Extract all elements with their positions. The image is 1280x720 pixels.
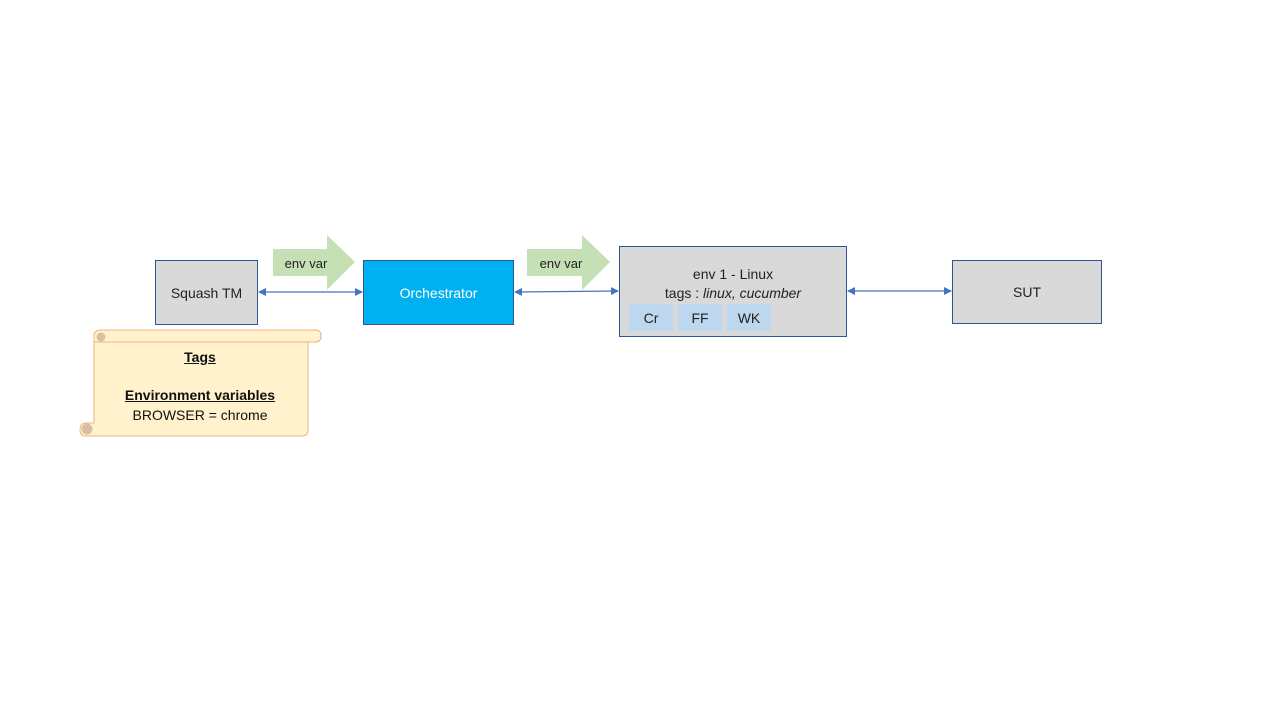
sut-node[interactable]: SUT — [952, 260, 1102, 324]
env-var-block-arrow-1 — [273, 235, 355, 290]
env1-tags: tags : linux, cucumber — [620, 284, 846, 302]
chip-cr[interactable]: Cr — [629, 304, 673, 331]
env1-tags-prefix: tags : — [664, 285, 704, 301]
env1-linux-node[interactable]: env 1 - Linux tags : linux, cucumber Cr … — [619, 246, 847, 337]
chip-wk[interactable]: WK — [727, 304, 771, 331]
scroll-shape — [79, 329, 322, 437]
connector-orchestrator-env1 — [514, 287, 619, 296]
env-var-label-2: env var — [539, 255, 583, 271]
env-var-label-1: env var — [284, 255, 328, 271]
sut-label: SUT — [1013, 284, 1041, 300]
orchestrator-label: Orchestrator — [399, 284, 478, 301]
scroll-tags-heading: Tags — [184, 349, 216, 365]
squash-tm-node[interactable]: Squash TM — [155, 260, 258, 325]
scroll-env-vars-heading: Environment variables — [124, 387, 276, 403]
orchestrator-node[interactable]: Orchestrator — [363, 260, 514, 325]
scroll-browser-line: BROWSER = chrome — [132, 407, 268, 423]
env1-tags-values: linux, cucumber — [703, 285, 802, 301]
squash-tm-label: Squash TM — [170, 284, 243, 301]
chip-ff[interactable]: FF — [678, 304, 722, 331]
env-var-block-arrow-2 — [527, 235, 610, 290]
env1-title: env 1 - Linux — [692, 266, 774, 282]
